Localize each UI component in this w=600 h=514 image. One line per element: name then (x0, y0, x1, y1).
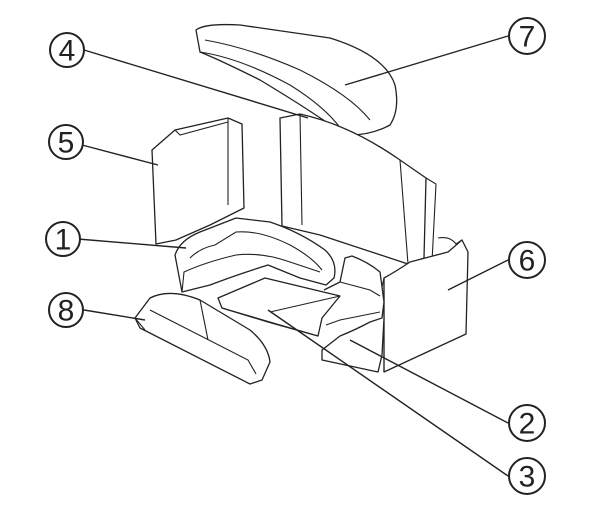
leader-6 (447, 259, 509, 291)
callout-2: 2 (508, 404, 546, 442)
part-5-left-side-wall (151, 117, 245, 245)
leader-3 (267, 309, 509, 477)
svg-text:5: 5 (58, 127, 75, 160)
part-4-rear-wall (279, 113, 437, 265)
svg-text:3: 3 (519, 461, 536, 494)
callout-4: 4 (49, 32, 85, 68)
callout-6: 6 (508, 241, 546, 279)
leader-5 (81, 144, 159, 166)
leader-2 (349, 339, 509, 424)
svg-text:8: 8 (58, 295, 75, 328)
callout-3: 3 (508, 457, 546, 495)
part-7-top-baffle (195, 23, 398, 136)
leader-lines (77, 35, 509, 477)
leader-7 (344, 35, 509, 86)
callout-8: 8 (48, 292, 84, 328)
leader-1 (77, 238, 187, 249)
callout-5: 5 (48, 124, 84, 160)
leader-4 (83, 49, 309, 119)
part-1-floor-frame (174, 217, 336, 293)
svg-text:2: 2 (519, 408, 536, 441)
part-8-front-retainer (134, 292, 271, 385)
svg-text:7: 7 (519, 21, 536, 54)
leader-8 (83, 309, 146, 321)
callout-1: 1 (45, 221, 81, 257)
part-3-center-floor-tile (217, 277, 341, 337)
svg-text:1: 1 (55, 224, 72, 257)
svg-text:4: 4 (59, 35, 76, 68)
callout-7: 7 (508, 17, 546, 55)
svg-text:6: 6 (519, 245, 536, 278)
part-2-right-floor-insert (321, 255, 385, 373)
